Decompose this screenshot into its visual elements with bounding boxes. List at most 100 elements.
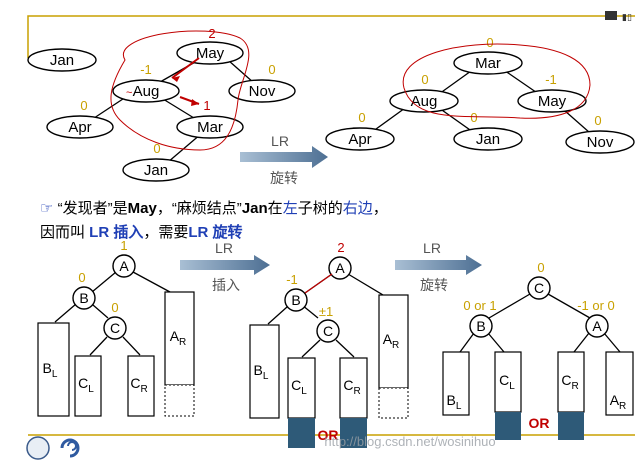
node2-apr-bf: 0 [358,110,365,125]
exp-left: 左 [282,200,298,217]
s3-subtree-cr [557,351,585,413]
arrow1-label-top: LR [215,240,233,256]
s3-edge-c-b [488,293,531,319]
s3-bl-label: BL [447,392,462,412]
red-scribble-after [402,43,591,119]
node-aug [112,79,180,103]
s1-edge-a-b [91,271,117,293]
list-item-jan [27,48,97,72]
node-mar-bf: 1 [203,98,210,113]
top-rotation-arrow: LR 旋转 [240,133,328,186]
s3-edge-b-bl [459,332,475,353]
exp-trouble: Jan [241,200,268,217]
stage2-tree: A 2 B -1 C ±1 BL CL CR OR AR [249,240,409,448]
logo-swirl-icon [60,438,80,458]
s2-node-a-bf: 2 [337,240,344,255]
red-arrowhead-2 [191,99,199,106]
s1-node-b-bf: 0 [78,270,85,285]
red-arrowhead-1 [172,76,180,82]
s3-node-a [585,314,609,338]
node2-may [517,89,587,113]
s1-subtree-cl [74,355,102,417]
s2-node-a [328,256,352,280]
s2-ar-label: AR [383,331,400,351]
s1-node-a-label: A [119,258,129,274]
s3-cl-extra [495,412,521,440]
node2-mar-label: Mar [475,55,501,72]
s2-or-label: OR [318,427,339,443]
node-may [176,41,244,65]
s3-subtree-cl [494,351,522,413]
s3-cr-label: CR [561,372,578,392]
s2-cr-extra [340,418,367,448]
node-apr-label: Apr [68,119,91,136]
s2-cl-extra [288,418,315,448]
node2-aug-label: Aug [411,93,438,110]
s3-node-b [469,314,493,338]
node-aug-label: Aug [133,83,160,100]
s2-subtree-bl [249,324,280,419]
s2-subtree-ar [378,294,409,389]
node-apr [46,115,114,139]
s2-edge-c-cl [301,339,321,358]
exp-l1-p2: ，“麻烦结点” [156,200,242,217]
s3-node-c [527,276,551,300]
s3-node-a-bf: -1 or 0 [577,298,615,313]
explanation-line-1: ☞ “发现者”是May，“麻烦结点”Jan在左子树的右边， [40,197,388,218]
exp-l2-p2: ，需要 [143,224,189,241]
university-logo [26,436,80,460]
s3-subtree-ar [605,351,634,416]
s3-or-label: OR [529,415,550,431]
s2-subtree-ar-extra [378,387,409,419]
exp-l1-p3: 在 [267,200,283,217]
red-scribble-before [110,30,250,151]
s3-node-c-label: C [534,280,544,296]
node2-nov-bf: 0 [594,113,601,128]
node2-mar-bf: 0 [486,35,493,50]
exp-right: 右边 [342,200,373,217]
s2-node-c [316,319,340,343]
s3-node-b-label: B [476,318,485,334]
node2-jan [453,127,523,151]
exp-lr-rotate: LR 旋转 [188,224,243,241]
s3-node-b-bf: 0 or 1 [463,298,496,313]
exp-discoverer: May [127,200,157,217]
node2-may-label: May [538,93,567,110]
node2-aug-bf: 0 [421,72,428,87]
s1-subtree-ar-extra [164,384,195,417]
arrow2-label-top: LR [423,240,441,256]
s2-subtree-cl [287,357,316,419]
top-arrow-label-bottom: 旋转 [270,170,298,186]
top-arrow-shape [240,146,328,168]
s2-cr-label: CR [343,377,360,397]
s3-node-c-bf: 0 [537,260,544,275]
node-nov-bf: 0 [268,62,275,77]
s1-cl-label: CL [78,375,94,395]
node-nov [228,79,296,103]
arrow2-shape [395,255,482,275]
s1-node-a-bf: 1 [120,238,127,253]
s1-node-b [72,286,96,310]
pointing-hand-icon: ☞ [40,200,54,217]
node-jan [122,158,190,182]
list-item-jan-label: Jan [50,52,74,69]
s3-ar-label: AR [610,392,627,412]
node-may-bf: 2 [208,26,215,41]
top-right-icon-text: ▮▯ [622,12,632,22]
lr-insert-arrow: LR 插入 [180,240,270,293]
s2-edge-a-ar [347,273,384,296]
s2-edge-b-bl [267,306,288,325]
s1-bl-label: BL [43,360,58,380]
arrow1-shape [180,255,270,275]
node-apr-bf: 0 [80,98,87,113]
arrow2-label-bottom: 旋转 [420,277,448,293]
before-tree: May 2 Aug -1 Nov 0 Apr 0 Mar 1 Jan 0 ~ [46,26,296,182]
s3-node-a-label: A [592,318,602,334]
s3-edge-a-cr [573,332,590,353]
s2-node-b [284,288,308,312]
s1-node-a [112,254,136,278]
s1-edge-c-cl [89,336,108,356]
s2-node-c-bf: ±1 [319,304,333,319]
exp-l1-p4: 子树的 [297,200,343,217]
